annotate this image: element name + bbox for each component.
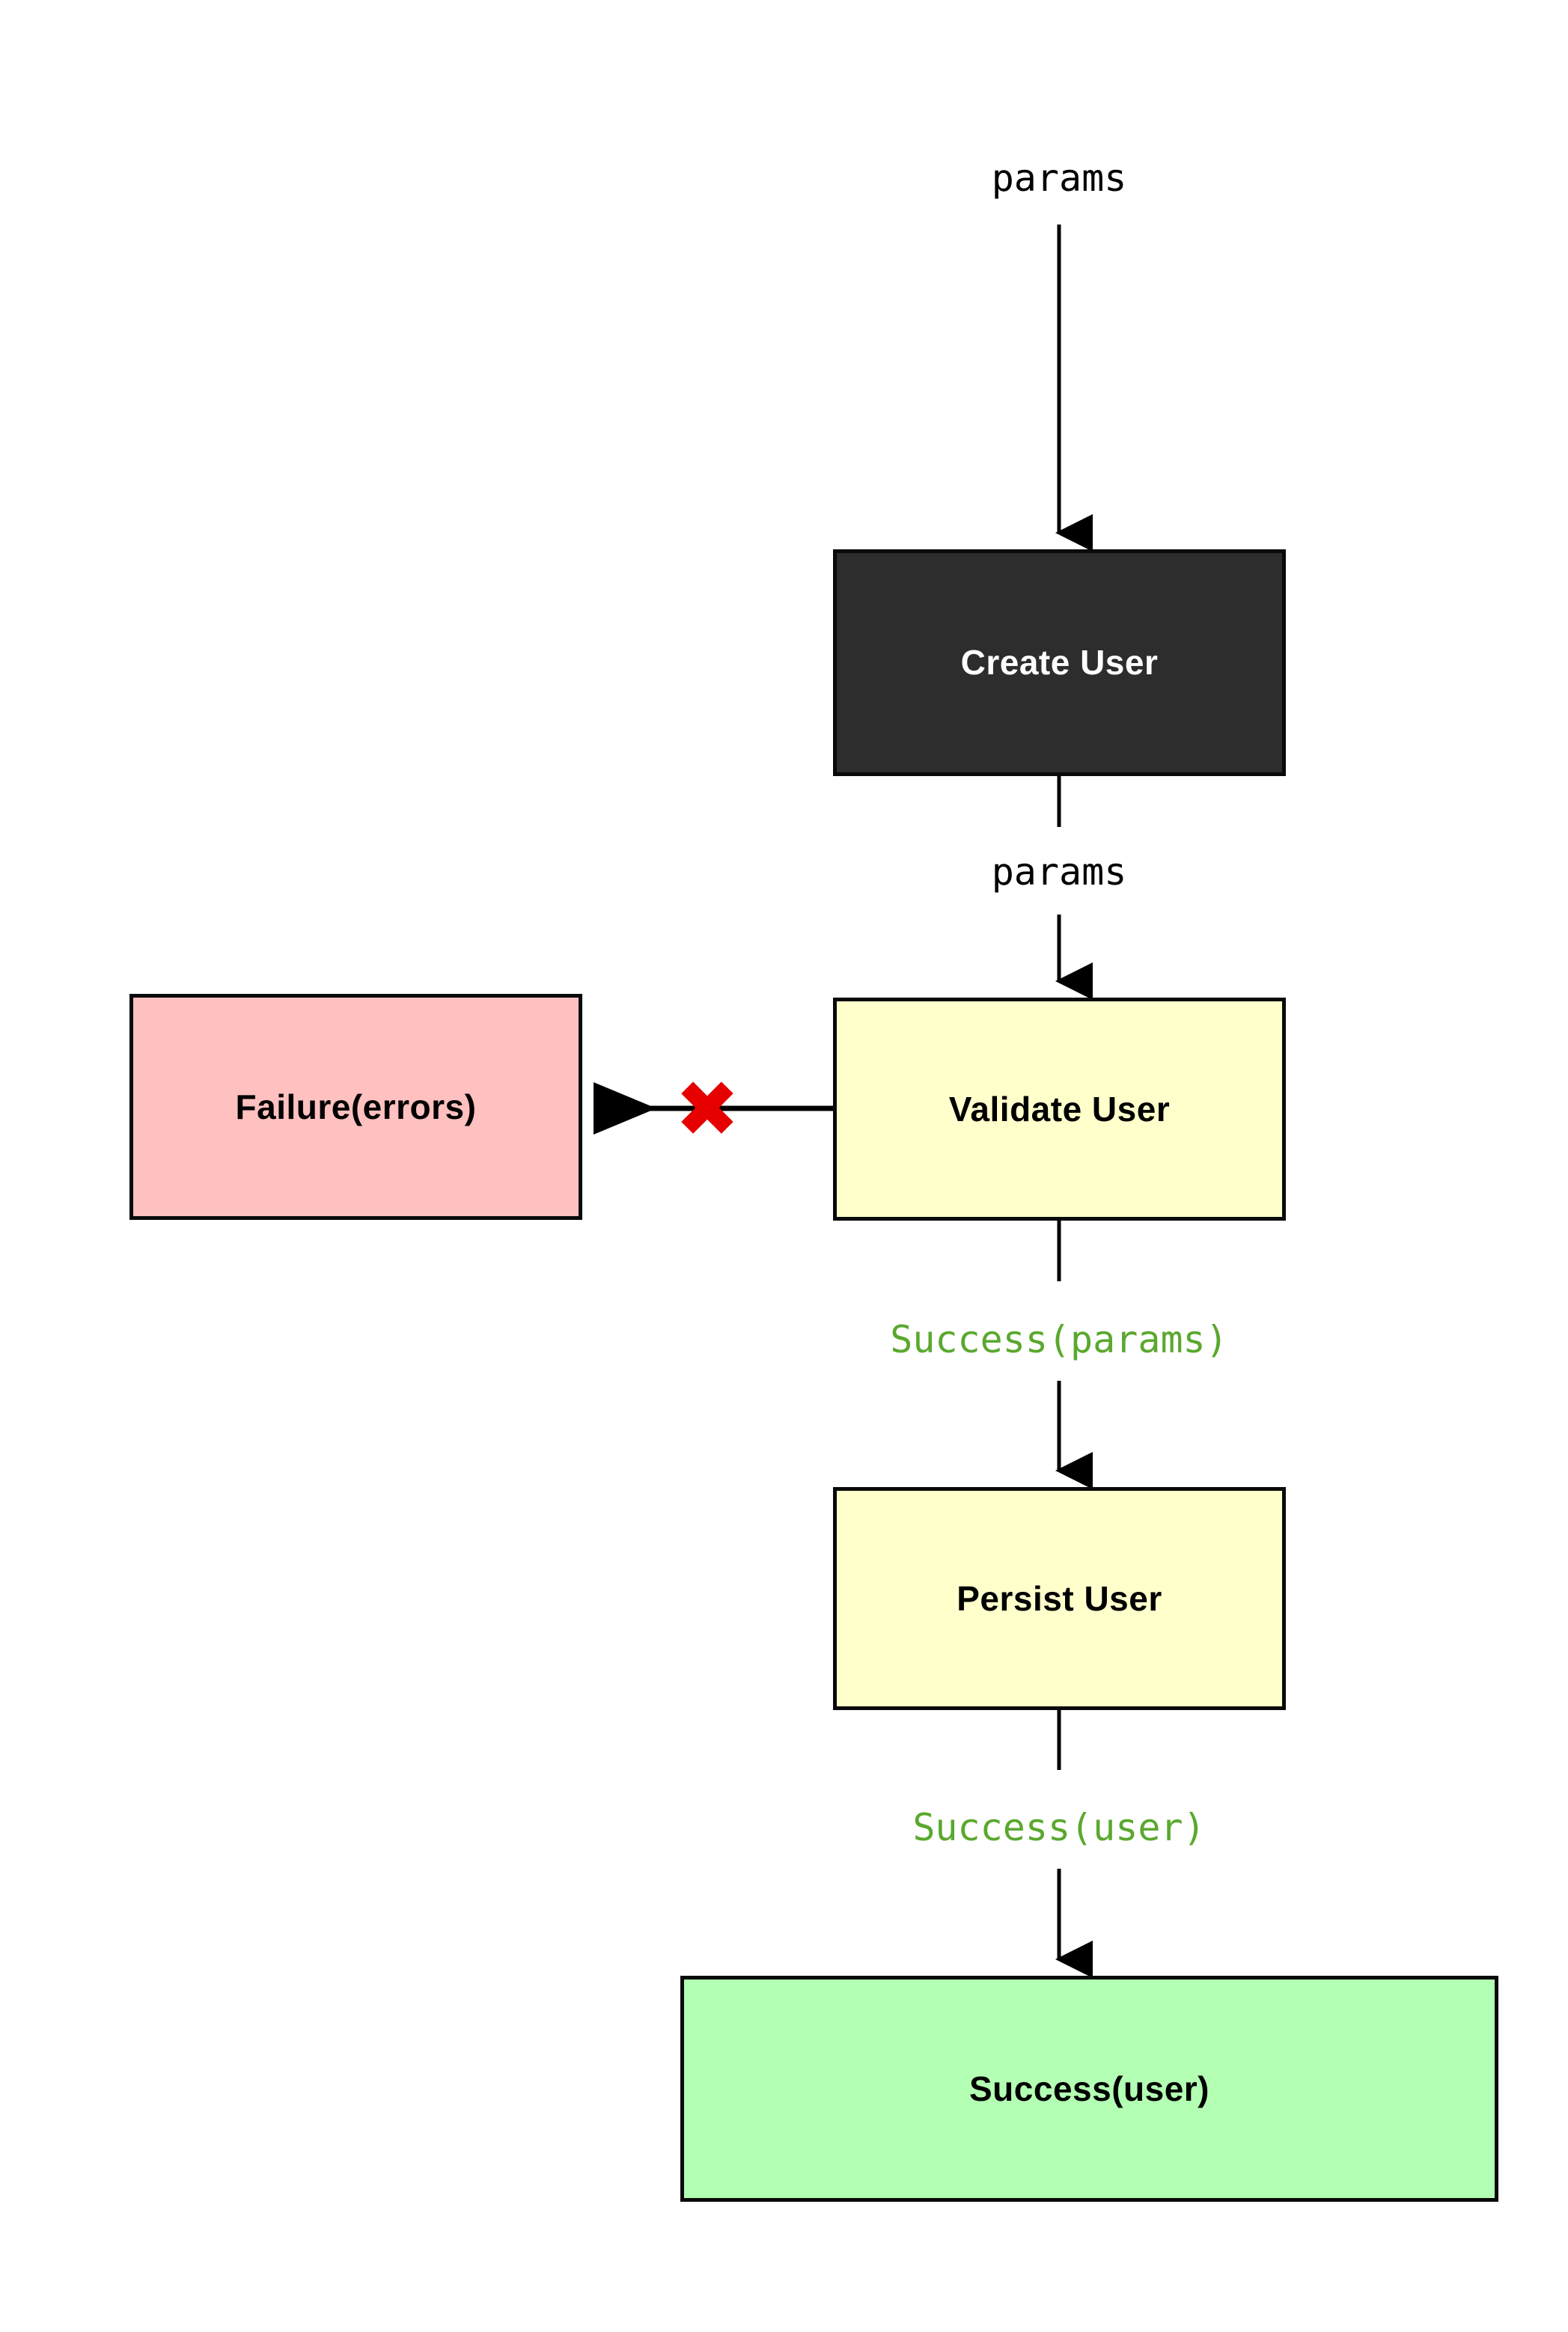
node-persist-user-label: Persist User: [957, 1578, 1162, 1618]
node-validate-user[interactable]: Validate User: [833, 998, 1286, 1221]
node-success-user[interactable]: Success(user): [680, 1976, 1498, 2202]
edge-label-params-middle: params: [991, 850, 1127, 894]
cross-icon: ✖: [674, 1063, 740, 1155]
node-failure-errors-label: Failure(errors): [235, 1087, 477, 1126]
edge-label-params-input: params: [991, 156, 1127, 200]
node-create-user-label: Create User: [960, 643, 1159, 683]
node-create-user[interactable]: Create User: [833, 549, 1286, 776]
node-validate-user-label: Validate User: [948, 1089, 1171, 1129]
node-success-user-label: Success(user): [969, 2069, 1209, 2108]
node-failure-errors[interactable]: Failure(errors): [129, 994, 582, 1220]
node-persist-user[interactable]: Persist User: [833, 1487, 1286, 1710]
edge-label-success-user: Success(user): [912, 1806, 1206, 1849]
edge-label-success-params: Success(params): [890, 1318, 1228, 1361]
